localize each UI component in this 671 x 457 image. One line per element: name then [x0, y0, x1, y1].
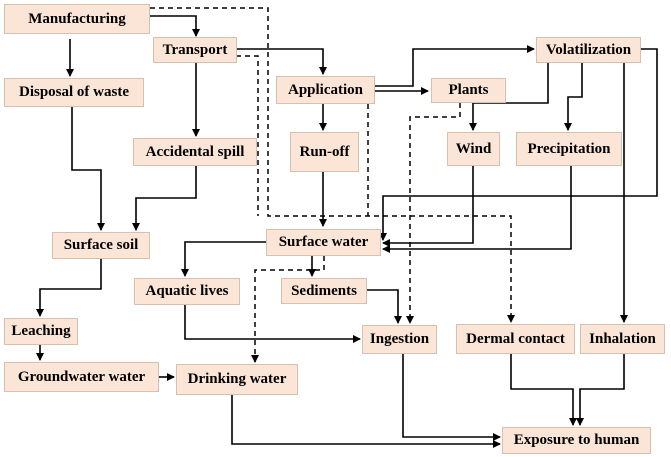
node-groundwater-water: Groundwater water — [4, 362, 159, 392]
arrow-disposal-to-surface-soil — [71, 107, 105, 231]
dashed-transport-to-dermal-contact — [236, 55, 259, 216]
node-aquatic-lives: Aquatic lives — [134, 278, 240, 305]
dashed-surface-water-to-drinking-water — [251, 256, 325, 363]
arrow-volatilization-to-dermal-contact — [379, 48, 658, 241]
node-drinking-water: Drinking water — [176, 364, 298, 395]
node-surface-soil: Surface soil — [52, 232, 150, 259]
node-surface-water: Surface water — [266, 229, 381, 256]
arrow-manufacturing-to-transport — [150, 15, 200, 37]
arrow-transport-to-application — [236, 48, 327, 75]
node-wind: Wind — [447, 132, 500, 166]
node-application: Application — [276, 76, 375, 104]
arrow-surface-soil-to-leaching — [36, 259, 102, 317]
arrow-dermal-to-exposure — [510, 354, 577, 426]
node-leaching: Leaching — [4, 318, 78, 345]
node-volatilization: Volatilization — [536, 37, 641, 63]
arrow-ingestion-to-exposure — [402, 354, 501, 441]
node-exposure-to-human: Exposure to human — [502, 427, 651, 454]
arrow-precipitation-to-surface-water — [382, 166, 572, 253]
node-disposal-of-waste: Disposal of waste — [4, 78, 144, 107]
arrow-surface-water-to-aquatic-lives — [181, 241, 266, 277]
arrow-volatilization-to-precipitation — [564, 63, 583, 131]
node-dermal-contact: Dermal contact — [456, 324, 575, 354]
arrow-inhalation-to-exposure — [576, 354, 625, 426]
node-inhalation: Inhalation — [580, 324, 665, 354]
dashed-plants-to-ingestion — [406, 103, 461, 324]
arrow-sediments-to-ingestion — [367, 289, 402, 324]
arrow-wind-to-surface-water — [382, 166, 474, 247]
node-precipitation: Precipitation — [516, 132, 622, 166]
node-accidental-spill: Accidental spill — [133, 138, 257, 166]
node-ingestion: Ingestion — [362, 325, 437, 354]
dashed-manufacturing-to-dermal-contact — [150, 7, 515, 323]
arrow-application-to-volatilization — [375, 45, 535, 87]
arrow-aquatic-lives-to-ingestion — [184, 305, 361, 343]
arrow-drinking-water-to-exposure — [231, 395, 501, 448]
arrow-volatilization-to-wind — [469, 63, 549, 131]
node-transport: Transport — [153, 37, 237, 63]
node-plants: Plants — [431, 78, 506, 103]
node-run-off: Run-off — [290, 132, 359, 172]
node-sediments: Sediments — [281, 278, 367, 304]
node-manufacturing: Manufacturing — [4, 4, 150, 34]
arrow-spill-to-surface-soil — [132, 166, 197, 231]
